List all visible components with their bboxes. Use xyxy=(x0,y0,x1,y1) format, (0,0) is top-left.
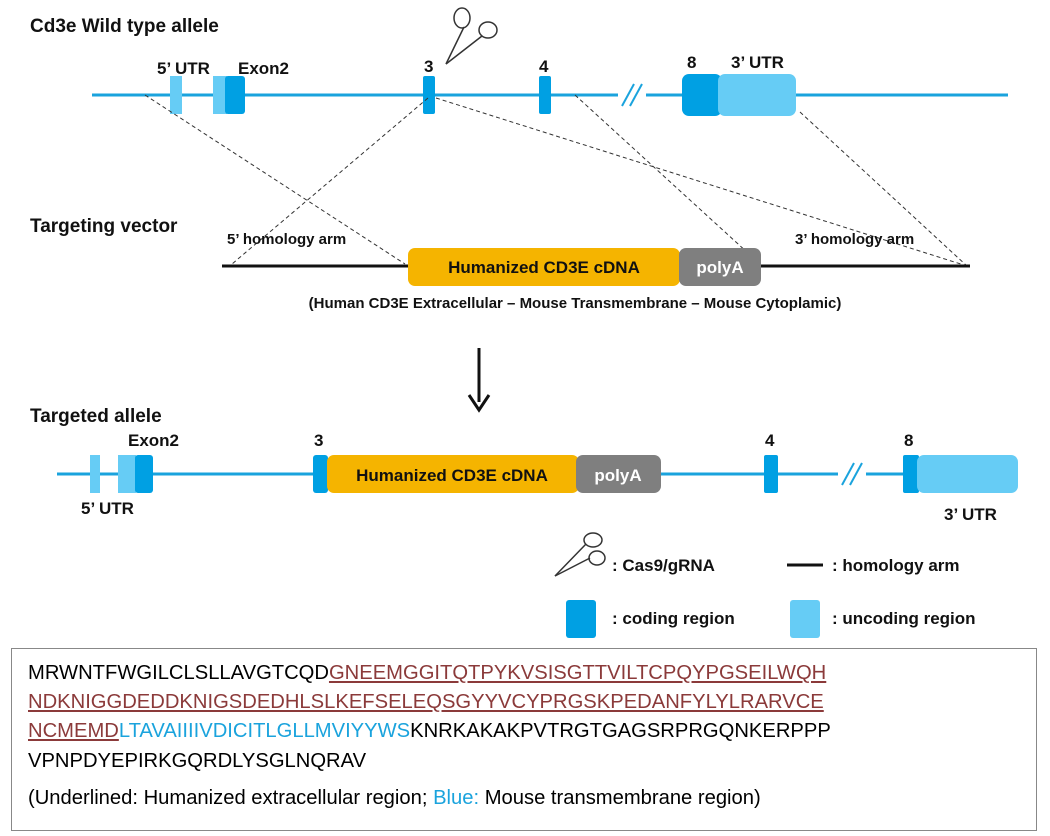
vector-cdna-block xyxy=(408,248,680,286)
seq-humanized-3: NCMEMD xyxy=(28,720,119,743)
ta-exon4 xyxy=(764,455,778,493)
wt-exon8-coding xyxy=(682,74,722,116)
wt-exon4 xyxy=(539,76,551,114)
sequence-box: MRWNTFWGILCLSLLAVGTCQDGNEEMGGITQTPYKVSIS… xyxy=(11,648,1037,831)
sequence-line-2: NDKNIGGDEDDKNIGSDEDHLSLKEFSELEQSGYYVCYPR… xyxy=(28,688,1036,717)
wt-3utr-label: 3’ UTR xyxy=(731,53,784,72)
legend-scissors-icon xyxy=(554,532,606,577)
legend-cas9-label: : Cas9/gRNA xyxy=(612,556,715,575)
seq-signal-peptide: MRWNTFWGILCLSLLAVGTCQD xyxy=(28,662,329,684)
legend-uncoding-label: : uncoding region xyxy=(832,609,976,628)
ta-3utr-label: 3’ UTR xyxy=(944,505,997,524)
ta-5utr-label: 5’ UTR xyxy=(81,499,134,518)
legend-coding-label: : coding region xyxy=(612,609,735,628)
seq-humanized-1: GNEEMGGITQTPYKVSISGTTVILTCPQYPGSEILWQH xyxy=(328,662,827,684)
note-blue: Blue: xyxy=(433,786,480,809)
ta-break-mark xyxy=(838,462,866,486)
ta-exon8-coding xyxy=(903,455,919,493)
legend-uncoding-swatch xyxy=(790,600,820,638)
targeted-allele-title: Targeted allele xyxy=(30,406,162,427)
ta-exon8-label: 8 xyxy=(904,431,913,450)
ta-exon2-label: Exon2 xyxy=(128,431,179,450)
legend-coding-swatch xyxy=(566,600,596,638)
ta-exon2-coding xyxy=(135,455,153,493)
seq-cytoplasmic-1: KNRKAKAKPVTRGTGAGSRPRGQNKERPPP xyxy=(410,720,831,743)
wt-break-mark xyxy=(618,83,646,107)
vector-cdna-label: Humanized CD3E cDNA xyxy=(448,258,640,277)
wt-exon2-coding xyxy=(225,76,245,114)
wt-exon3 xyxy=(423,76,435,114)
wt-exon2-uncoding xyxy=(213,76,227,114)
wild-type-allele: 5’ UTR Exon2 3 4 8 3’ UTR xyxy=(92,7,1008,116)
ta-exon2-uncoding xyxy=(118,455,136,493)
ta-exon3-label: 3 xyxy=(314,431,323,450)
wt-exon8-label: 8 xyxy=(687,53,696,72)
vector-polya-label: polyA xyxy=(696,258,743,277)
wt-3utr-block xyxy=(718,74,796,116)
note-suffix: Mouse transmembrane region) xyxy=(479,786,761,809)
targeted-allele: Humanized CD3E cDNA polyA Exon2 5’ UTR 3… xyxy=(57,431,1018,524)
wt-exon3-label: 3 xyxy=(424,57,433,76)
wt-exon4-label: 4 xyxy=(539,57,549,76)
legend-homology-label: : homology arm xyxy=(832,556,960,575)
ta-cdna-block xyxy=(327,455,579,493)
ta-3utr-block xyxy=(917,455,1018,493)
wt-exon2-label: Exon2 xyxy=(238,59,289,78)
vector-polya-block xyxy=(679,248,761,286)
down-arrow-icon xyxy=(467,348,491,413)
ta-polya-label: polyA xyxy=(594,466,641,485)
vector-5arm-label: 5’ homology arm xyxy=(227,231,346,248)
ta-5utr-block xyxy=(90,455,100,493)
vector-caption: (Human CD3E Extracellular – Mouse Transm… xyxy=(309,295,842,312)
vector-3arm-label: 3’ homology arm xyxy=(795,231,914,248)
wt-5utr-label: 5’ UTR xyxy=(157,59,210,78)
targeting-vector-title: Targeting vector xyxy=(30,216,178,237)
seq-humanized-2: NDKNIGGDEDDKNIGSDEDHLSLKEFSELEQSGYYVCYPR… xyxy=(28,691,824,714)
legend: : Cas9/gRNA : homology arm : coding regi… xyxy=(554,532,976,638)
sequence-line-4: VPNPDYEPIRKGQRDLYSGLNQRAV xyxy=(28,747,1036,776)
note-prefix: (Underlined: Humanized extracellular reg… xyxy=(28,786,434,809)
ta-polya-block xyxy=(576,455,661,493)
wt-5utr-block xyxy=(170,76,182,114)
seq-transmembrane: LTAVAIIIIVDICITLGLLMVIYYWS xyxy=(118,720,411,743)
targeting-vector: Humanized CD3E cDNA polyA 5’ homology ar… xyxy=(222,231,970,312)
allele-diagram: Cd3e Wild type allele 5’ UTR Exon2 3 4 8… xyxy=(30,7,1018,638)
ta-exon3 xyxy=(313,455,328,493)
ta-cdna-label: Humanized CD3E cDNA xyxy=(356,466,548,485)
sequence-line-1: MRWNTFWGILCLSLLAVGTCQDGNEEMGGITQTPYKVSIS… xyxy=(28,659,1036,688)
seq-cytoplasmic-2: VPNPDYEPIRKGQRDLYSGLNQRAV xyxy=(28,749,367,772)
sequence-line-3: NCMEMDLTAVAIIIIVDICITLGLLMVIYYWSKNRKAKAK… xyxy=(28,717,1036,746)
homology-mapping-lines xyxy=(144,94,968,267)
ta-exon4-label: 4 xyxy=(765,431,775,450)
sequence-note: (Underlined: Humanized extracellular reg… xyxy=(28,784,1036,813)
scissors-icon xyxy=(445,7,498,65)
wild-type-title: Cd3e Wild type allele xyxy=(30,16,219,37)
